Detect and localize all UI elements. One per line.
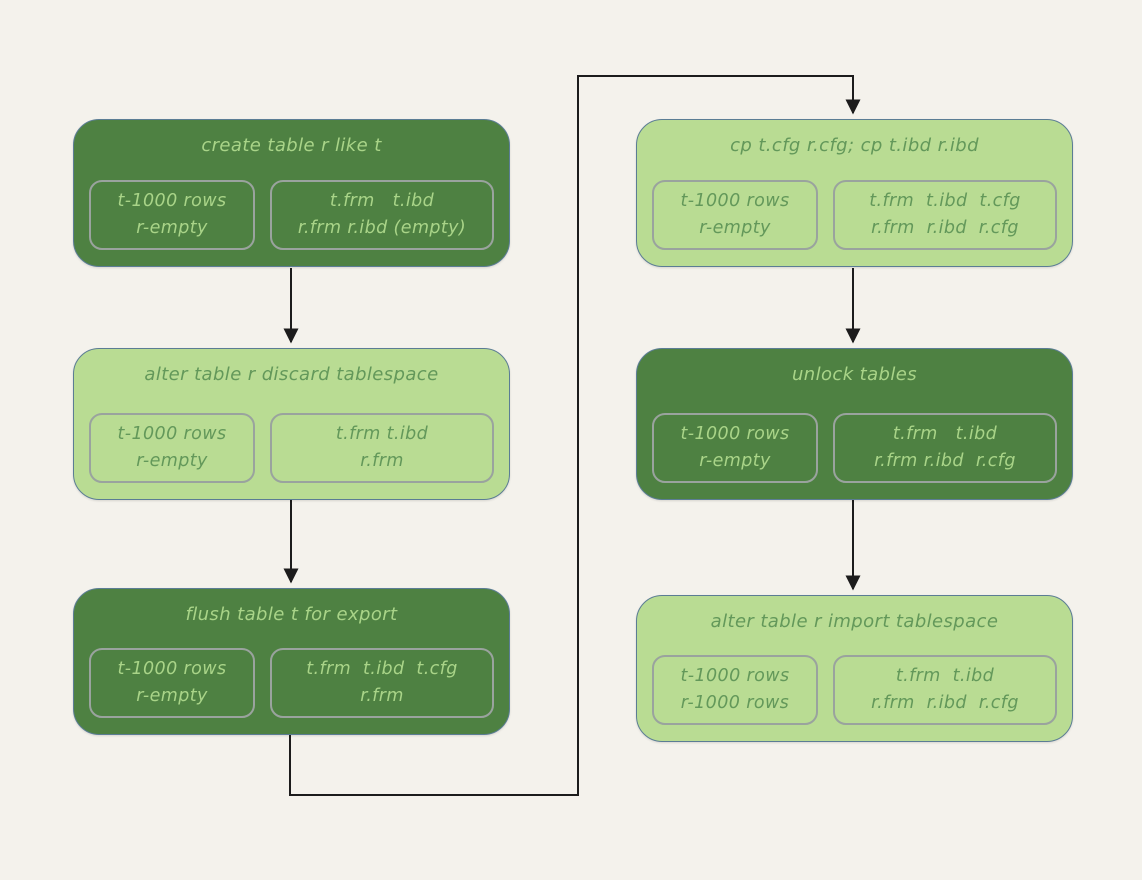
rows-state-line: t-1000 rows: [680, 666, 790, 686]
flow-node-alter-table-r-discard-tablespace: alter table r discard tablespace t-1000 …: [73, 348, 510, 500]
files-state-line: t.frm t.ibd t.cfg: [306, 659, 458, 679]
flow-node-alter-table-r-import-tablespace: alter table r import tablespace t-1000 r…: [636, 595, 1073, 742]
rows-state-line: r-empty: [136, 451, 208, 471]
files-state-line: r.frm: [360, 686, 404, 706]
rows-state-line: r-1000 rows: [680, 693, 790, 713]
rows-state-line: r-empty: [136, 218, 208, 238]
node-title: create table r like t: [201, 135, 382, 156]
node-state-row: t-1000 rows r-empty t.frm t.ibd t.cfg r.…: [86, 648, 497, 718]
files-state-line: r.frm: [360, 451, 404, 471]
flow-node-cp-cfg-and-ibd-files: cp t.cfg r.cfg; cp t.ibd r.ibd t-1000 ro…: [636, 119, 1073, 267]
node-title: unlock tables: [791, 364, 918, 385]
rows-state-box: t-1000 rows r-empty: [89, 413, 255, 483]
flow-node-flush-table-t-for-export: flush table t for export t-1000 rows r-e…: [73, 588, 510, 735]
rows-state-line: r-empty: [699, 451, 771, 471]
files-state-box: t.frm t.ibd r.frm r.ibd r.cfg: [833, 413, 1057, 483]
flow-node-create-table-r-like-t: create table r like t t-1000 rows r-empt…: [73, 119, 510, 267]
node-title: alter table r import tablespace: [710, 611, 999, 632]
rows-state-line: t-1000 rows: [117, 659, 227, 679]
files-state-line: t.frm t.ibd: [335, 424, 429, 444]
rows-state-box: t-1000 rows r-empty: [652, 413, 818, 483]
files-state-line: r.frm r.ibd r.cfg: [871, 693, 1019, 713]
rows-state-line: r-empty: [136, 686, 208, 706]
files-state-line: t.frm t.ibd: [892, 424, 998, 444]
files-state-line: r.frm r.ibd (empty): [297, 218, 467, 238]
rows-state-line: t-1000 rows: [680, 424, 790, 444]
node-state-row: t-1000 rows r-empty t.frm t.ibd r.frm: [86, 413, 497, 483]
node-state-row: t-1000 rows r-empty t.frm t.ibd r.frm r.…: [86, 180, 497, 250]
rows-state-line: t-1000 rows: [680, 191, 790, 211]
rows-state-line: r-empty: [699, 218, 771, 238]
files-state-line: r.frm r.ibd r.cfg: [874, 451, 1016, 471]
rows-state-line: t-1000 rows: [117, 191, 227, 211]
node-state-row: t-1000 rows r-empty t.frm t.ibd t.cfg r.…: [649, 180, 1060, 250]
files-state-box: t.frm t.ibd t.cfg r.frm r.ibd r.cfg: [833, 180, 1057, 250]
rows-state-box: t-1000 rows r-empty: [652, 180, 818, 250]
files-state-box: t.frm t.ibd r.frm: [270, 413, 494, 483]
files-state-box: t.frm t.ibd r.frm r.ibd r.cfg: [833, 655, 1057, 725]
flow-node-unlock-tables: unlock tables t-1000 rows r-empty t.frm …: [636, 348, 1073, 500]
rows-state-box: t-1000 rows r-1000 rows: [652, 655, 818, 725]
files-state-line: t.frm t.ibd t.cfg: [869, 191, 1021, 211]
node-title: flush table t for export: [185, 604, 398, 625]
files-state-line: r.frm r.ibd r.cfg: [871, 218, 1019, 238]
node-state-row: t-1000 rows r-1000 rows t.frm t.ibd r.fr…: [649, 655, 1060, 725]
rows-state-box: t-1000 rows r-empty: [89, 648, 255, 718]
node-state-row: t-1000 rows r-empty t.frm t.ibd r.frm r.…: [649, 413, 1060, 483]
files-state-line: t.frm t.ibd: [895, 666, 995, 686]
rows-state-box: t-1000 rows r-empty: [89, 180, 255, 250]
rows-state-line: t-1000 rows: [117, 424, 227, 444]
node-title: cp t.cfg r.cfg; cp t.ibd r.ibd: [730, 135, 979, 156]
node-title: alter table r discard tablespace: [144, 364, 439, 385]
files-state-line: t.frm t.ibd: [329, 191, 435, 211]
files-state-box: t.frm t.ibd r.frm r.ibd (empty): [270, 180, 494, 250]
files-state-box: t.frm t.ibd t.cfg r.frm: [270, 648, 494, 718]
